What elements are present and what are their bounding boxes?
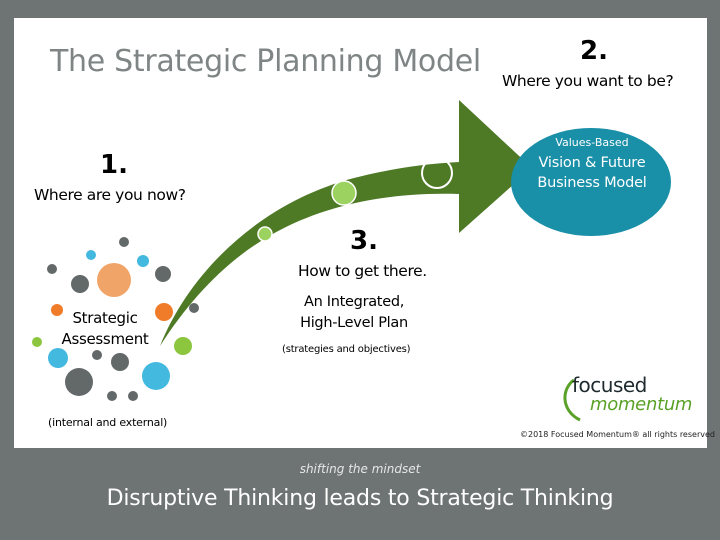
- cluster-dot: [119, 237, 129, 247]
- arrow-dot-small: [257, 226, 273, 242]
- cluster-dot: [128, 391, 138, 401]
- vision-big: Vision & Future Business Model: [514, 153, 670, 193]
- assessment-label: Strategic Assessment: [50, 308, 160, 350]
- vision-ellipse: [511, 128, 671, 236]
- page-title: The Strategic Planning Model: [50, 44, 481, 79]
- cluster-dot: [155, 266, 171, 282]
- cluster-dot: [86, 250, 96, 260]
- vision-text: Values-Based Vision & Future Business Mo…: [514, 136, 670, 193]
- copyright-text: ©2018 Focused Momentum® all rights reser…: [520, 430, 715, 439]
- assessment-line1: Strategic: [72, 309, 138, 327]
- cluster-dot: [65, 368, 93, 396]
- arrow-dot-large: [421, 157, 453, 189]
- footer-headline: Disruptive Thinking leads to Strategic T…: [106, 486, 614, 511]
- logo-swoosh: [563, 378, 581, 422]
- cluster-dot: [47, 264, 57, 274]
- cluster-dot: [142, 362, 170, 390]
- vision-line1: Vision & Future: [538, 155, 646, 171]
- cluster-dot: [174, 337, 192, 355]
- cluster-dot: [189, 303, 199, 313]
- footer-tagline: shifting the mindset: [299, 462, 421, 476]
- cluster-dot: [107, 391, 117, 401]
- assessment-note: (internal and external): [48, 416, 168, 429]
- focused-momentum-logo: focused momentum: [550, 370, 698, 424]
- cluster-dot: [92, 350, 102, 360]
- step1-question: Where are you now?: [34, 186, 186, 204]
- step2-number: 2.: [580, 36, 608, 66]
- cluster-dot: [155, 303, 173, 321]
- slide-canvas: The Strategic Planning Model 1. Where ar…: [14, 18, 715, 448]
- logo-word-focused: focused: [572, 373, 647, 397]
- planning-diagram: [32, 100, 671, 422]
- cluster-dot: [97, 263, 131, 297]
- cluster-dot: [51, 304, 63, 316]
- plan-note: (strategies and objectives): [282, 344, 411, 355]
- cluster-dot: [48, 348, 68, 368]
- logo-word-momentum: momentum: [590, 394, 693, 415]
- assessment-cluster: [32, 237, 199, 401]
- step1-number: 1.: [100, 150, 128, 180]
- assessment-line2: Assessment: [61, 330, 149, 348]
- cluster-dot: [32, 337, 42, 347]
- plan-label: An Integrated, High-Level Plan: [284, 292, 424, 334]
- step3-question: How to get there.: [298, 262, 427, 280]
- vision-line2: Business Model: [537, 175, 647, 191]
- cluster-dot: [111, 353, 129, 371]
- plan-line1: An Integrated,: [303, 294, 405, 310]
- arrow-dot-medium: [331, 180, 357, 206]
- step3-number: 3.: [350, 226, 378, 256]
- plan-line2: High-Level Plan: [300, 315, 408, 331]
- step2-question: Where you want to be?: [502, 72, 674, 90]
- vision-small: Values-Based: [555, 136, 629, 149]
- cluster-dot: [137, 255, 149, 267]
- cluster-dot: [71, 275, 89, 293]
